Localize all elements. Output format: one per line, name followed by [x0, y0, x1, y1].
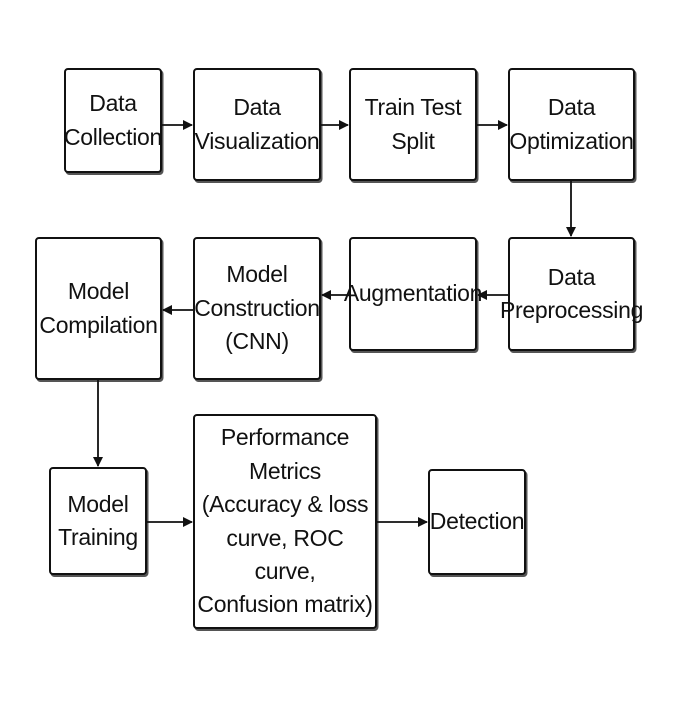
model-compilation-label: Model Compilation — [39, 278, 158, 338]
data-optimization-label: Data Optimization — [509, 94, 634, 154]
model-compilation-box: Model Compilation — [35, 237, 162, 380]
augmentation-box: Augmentation — [344, 237, 482, 351]
data-preprocessing-box: Data Preprocessing — [500, 237, 643, 351]
data-visualization-label: Data Visualization — [194, 94, 320, 154]
data-visualization-box: Data Visualization — [193, 68, 321, 181]
model-training-label: Model Training — [58, 490, 138, 550]
data-preprocessing-label: Data Preprocessing — [499, 263, 644, 323]
performance-metrics-box: Performance Metrics (Accuracy & loss cur… — [193, 414, 377, 629]
data-collection-box: Data Collection — [64, 68, 162, 173]
model-training-box: Model Training — [49, 467, 147, 575]
data-optimization-box: Data Optimization — [508, 68, 635, 181]
train-test-split-label: Train Test Split — [364, 94, 462, 154]
augmentation-label: Augmentation — [343, 280, 483, 307]
model-construction-label: Model Construction (CNN) — [194, 261, 320, 355]
detection-box: Detection — [428, 469, 526, 575]
performance-metrics-label: Performance Metrics (Accuracy & loss cur… — [197, 424, 373, 618]
model-construction-box: Model Construction (CNN) — [193, 237, 321, 380]
detection-label: Detection — [429, 508, 525, 535]
train-test-split-box: Train Test Split — [349, 68, 477, 181]
data-collection-label: Data Collection — [64, 90, 162, 150]
